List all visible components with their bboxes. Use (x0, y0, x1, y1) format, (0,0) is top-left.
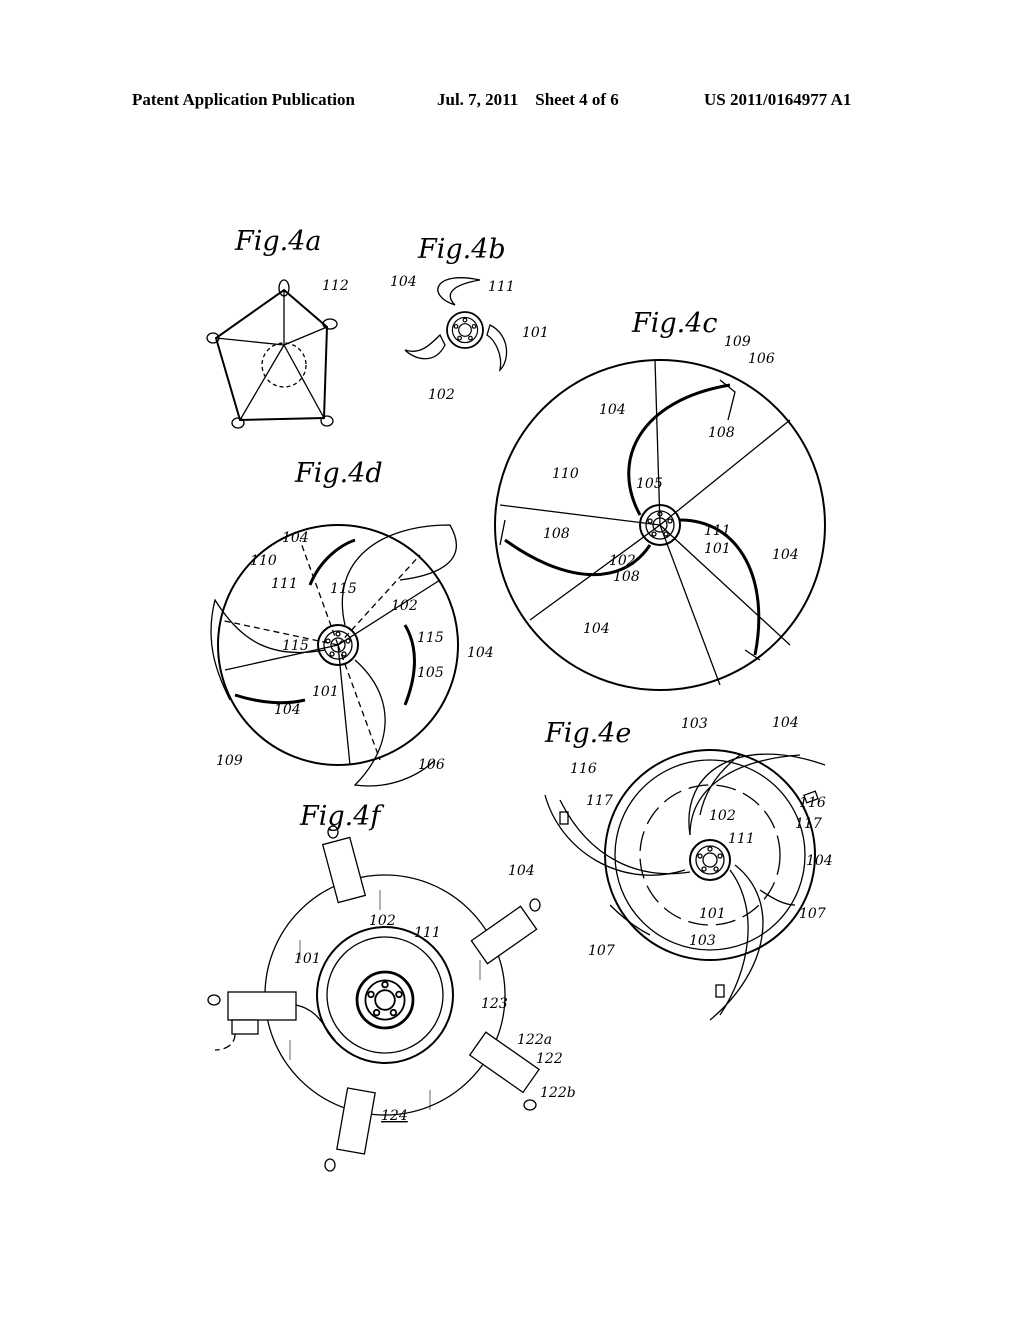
fig4a-title: Fig.4a (234, 226, 322, 257)
fig4f-label: 123 (481, 996, 508, 1012)
fig4e-label: 107 (799, 906, 826, 922)
fig4c-label: 108 (613, 569, 640, 585)
fig4e-label: 101 (699, 906, 726, 922)
fig4d-label: 104 (282, 530, 309, 546)
fig4c-label: 101 (704, 541, 731, 557)
figure-4f: Fig.4f 102 111 101 123 122a 122 12 (207, 801, 576, 1172)
fig4d-label: 115 (417, 630, 444, 646)
fig4d-label: 101 (312, 684, 339, 700)
fig4c-label: 104 (772, 547, 799, 563)
fig4c-label: 106 (748, 351, 775, 367)
fig4c-label: 102 (609, 553, 636, 569)
publication-number: US 2011/0164977 A1 (704, 90, 852, 109)
fig4f-label: 122a (517, 1032, 552, 1048)
fig4b-label: 104 (390, 274, 417, 290)
fig4b-title: Fig.4b (417, 234, 506, 265)
fig4e-label: 116 (799, 795, 826, 811)
fig4e-label: 117 (795, 816, 822, 832)
fig4e-label: 107 (588, 943, 615, 959)
fig4b-label: 101 (522, 325, 549, 341)
fig4d-label: 102 (391, 598, 418, 614)
fig4d-label: 104 (467, 645, 494, 661)
fig4f-label: 101 (294, 951, 321, 967)
fig4d-title: Fig.4d (294, 458, 383, 489)
fig4d-label: 109 (216, 753, 243, 769)
fig4d-label: 106 (418, 757, 445, 773)
fig4c-label: 109 (724, 334, 751, 350)
fig4e-title: Fig.4e (544, 718, 631, 749)
fig4d-label: 111 (271, 576, 298, 592)
figure-4c: Fig.4c 109 106 104 108 110 105 108 111 1… (494, 308, 826, 691)
fig4e-label: 116 (570, 761, 597, 777)
fig4e-label: 104 (806, 853, 833, 869)
fig4d-label: 104 (274, 702, 301, 718)
fig4c-label: 108 (708, 425, 735, 441)
fig4f-label: 111 (414, 925, 441, 941)
fig4c-label: 104 (583, 621, 610, 637)
fig4c-label: 104 (599, 402, 626, 418)
fig4f-label: 102 (369, 913, 396, 929)
fig4e-label: 104 (508, 863, 535, 879)
fig4b-label: 102 (428, 387, 455, 403)
figure-4a: Fig.4a 112 (206, 226, 349, 429)
fig4f-label: 122b (540, 1085, 576, 1101)
fig4d-label: 105 (417, 665, 444, 681)
fig4e-label: 117 (586, 793, 613, 809)
fig4c-label: 111 (704, 523, 731, 539)
fig4f-label: 124 (381, 1108, 408, 1124)
figure-4b: Fig.4b 104 111 101 102 (390, 234, 549, 403)
fig4e-label: 102 (709, 808, 736, 824)
fig4f-title: Fig.4f (299, 801, 384, 832)
fig4d-label: 115 (330, 581, 357, 597)
fig4a-label: 112 (322, 278, 349, 294)
figure-4e: Fig.4e 103 104 116 117 116 102 117 111 1… (508, 715, 833, 1021)
date-sheet-label: Jul. 7, 2011 Sheet 4 of 6 (437, 90, 619, 109)
fig4c-label: 110 (552, 466, 579, 482)
fig4b-label: 111 (488, 279, 515, 295)
fig4e-label: 103 (681, 716, 708, 732)
fig4d-label: 115 (282, 638, 309, 654)
fig4e-label: 104 (772, 715, 799, 731)
fig4d-label: 110 (250, 553, 277, 569)
fig4e-label: 111 (728, 831, 755, 847)
fig4c-label: 108 (543, 526, 570, 542)
fig4e-label: 103 (689, 933, 716, 949)
fig4f-label: 122 (536, 1051, 563, 1067)
figure-4d: Fig.4d 104 110 111 115 102 115 115 104 1… (210, 458, 494, 787)
fig4c-label: 105 (636, 476, 663, 492)
publication-label: Patent Application Publication (132, 90, 355, 109)
fig4c-title: Fig.4c (631, 308, 718, 339)
